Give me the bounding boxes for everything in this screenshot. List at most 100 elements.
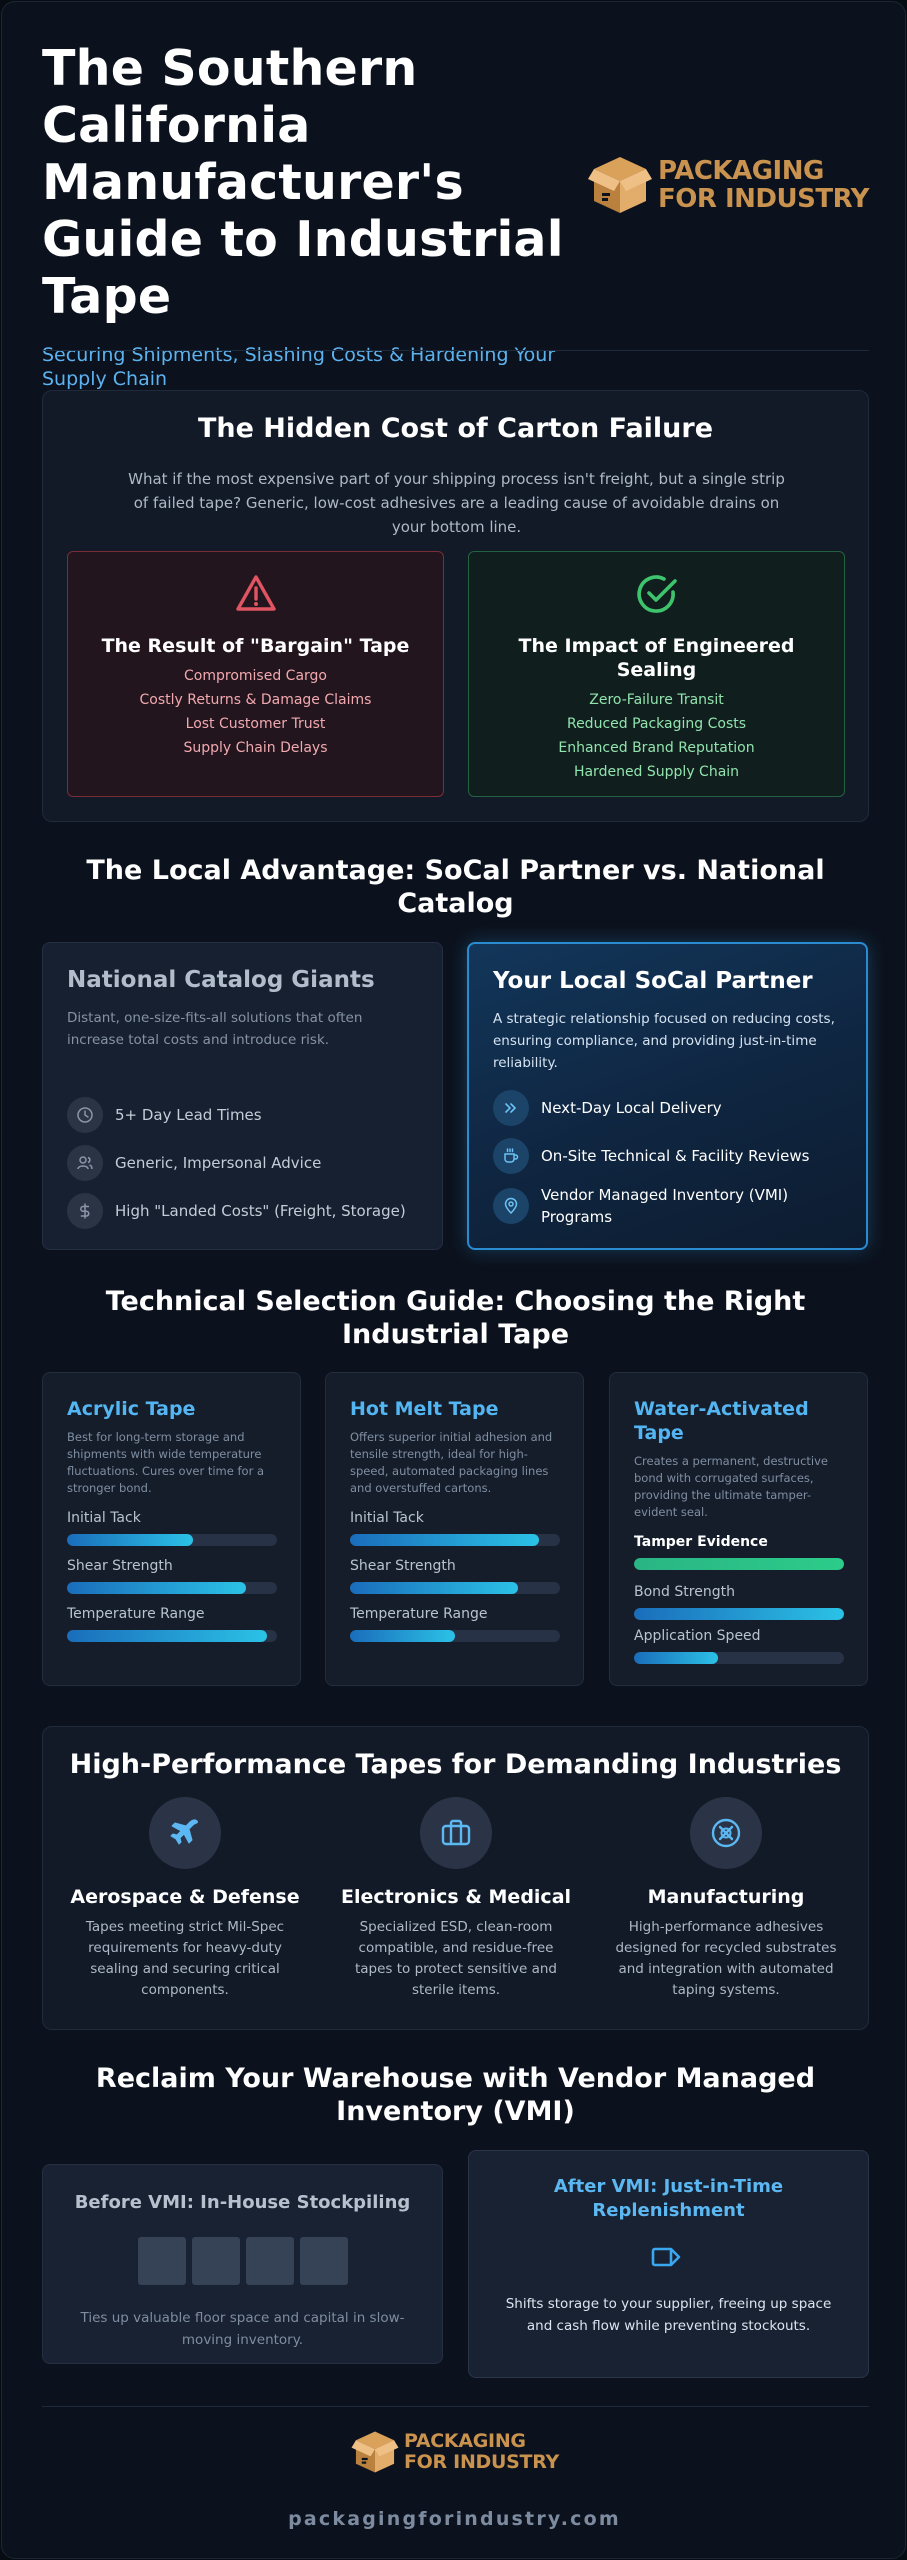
logo-line-2: FOR INDUSTRY [404, 2451, 559, 2473]
footer-logo-text: PACKAGING FOR INDUSTRY [404, 2431, 559, 2473]
national-catalog-card: National Catalog Giants Distant, one-siz… [42, 942, 443, 1250]
briefcase-icon [420, 1797, 492, 1869]
metric-track [634, 1558, 844, 1570]
national-catalog-title: National Catalog Giants [67, 967, 375, 993]
metric-fill [67, 1630, 267, 1642]
list-item: Supply Chain Delays [183, 740, 328, 756]
tape-card-acrylic: Acrylic Tape Best for long-term storage … [42, 1372, 301, 1686]
tape-metric: Shear Strength [350, 1557, 560, 1594]
page-subtitle: Securing Shipments, Slashing Costs & Har… [42, 344, 556, 390]
metric-label: Shear Strength [350, 1558, 456, 1574]
industries-card: High-Performance Tapes for Demanding Ind… [42, 1726, 869, 2030]
metric-track [634, 1652, 844, 1664]
hidden-cost-body: What if the most expensive part of your … [128, 470, 785, 536]
tape-name: Water-Activated Tape [634, 1398, 809, 1444]
tape-metric: Temperature Range [67, 1605, 277, 1642]
coffee-icon [493, 1138, 529, 1174]
list-item: Hardened Supply Chain [573, 764, 740, 780]
local-item-label: On-Site Technical & Facility Reviews [541, 1147, 810, 1165]
tape-card-hot-melt: Hot Melt Tape Offers superior initial ad… [325, 1372, 584, 1686]
tape-metric: Application Speed [634, 1627, 844, 1664]
metric-label: Bond Strength [634, 1584, 735, 1600]
list-item: Costly Returns & Damage Claims [139, 692, 372, 708]
footer-url-link[interactable]: packagingforindustry.com [288, 2508, 621, 2530]
local-item: On-Site Technical & Facility Reviews [493, 1138, 853, 1174]
tape-description: Best for long-term storage and shipments… [67, 1430, 264, 1495]
inventory-box [299, 2237, 348, 2285]
tape-metric: Tamper Evidence [634, 1533, 844, 1570]
tape-name: Hot Melt Tape [350, 1398, 499, 1420]
logo-line-2: FOR INDUSTRY [658, 184, 869, 214]
bargain-tape-title: The Result of "Bargain" Tape [101, 635, 410, 657]
inventory-box [191, 2237, 240, 2285]
logo-line-1: PACKAGING [658, 156, 824, 186]
clock-icon [67, 1097, 103, 1133]
national-item-label: Generic, Impersonal Advice [115, 1154, 322, 1172]
metric-track [350, 1582, 560, 1594]
brand-logo[interactable]: PACKAGING FOR INDUSTRY [588, 155, 869, 215]
footer-divider [42, 2406, 869, 2407]
page-title: The Southern California Manufacturer's G… [42, 40, 564, 325]
metric-fill [67, 1534, 193, 1546]
metric-label: Initial Tack [350, 1510, 424, 1526]
engineered-sealing-box: The Impact of Engineered Sealing Zero-Fa… [468, 551, 845, 797]
hidden-cost-title: The Hidden Cost of Carton Failure [197, 413, 714, 444]
local-item-label: Vendor Managed Inventory (VMI) Programs [541, 1186, 789, 1226]
industry-manufacturing: Manufacturing High-performance adhesives… [596, 1797, 856, 2001]
metric-label: Shear Strength [67, 1558, 173, 1574]
national-catalog-body: Distant, one-size-fits-all solutions tha… [67, 1010, 363, 1048]
vmi-before-title: Before VMI: In-House Stockpiling [74, 2192, 411, 2213]
fast-forward-icon [493, 1090, 529, 1126]
metric-fill [634, 1558, 844, 1570]
inventory-box [245, 2237, 294, 2285]
metric-label: Initial Tack [67, 1510, 141, 1526]
footer-logo[interactable]: PACKAGING FOR INDUSTRY [351, 2430, 559, 2474]
industry-title: Manufacturing [647, 1886, 805, 1908]
tape-metric: Initial Tack [350, 1509, 560, 1546]
dollar-icon [67, 1193, 103, 1229]
metric-track [67, 1534, 277, 1546]
list-item: Lost Customer Trust [185, 716, 326, 732]
industries-title: High-Performance Tapes for Demanding Ind… [69, 1749, 842, 1780]
inventory-boxes [43, 2237, 442, 2285]
industry-title: Electronics & Medical [340, 1886, 572, 1908]
industry-description: Specialized ESD, clean-room compatible, … [354, 1919, 557, 1998]
national-item: High "Landed Costs" (Freight, Storage) [67, 1193, 406, 1229]
vmi-before-description: Ties up valuable floor space and capital… [80, 2310, 405, 2348]
metric-fill [634, 1652, 718, 1664]
metric-fill [350, 1582, 518, 1594]
local-advantage-title: The Local Advantage: SoCal Partner vs. N… [86, 855, 825, 919]
bargain-tape-box: The Result of "Bargain" Tape Compromised… [67, 551, 444, 797]
industry-title: Aerospace & Defense [70, 1886, 300, 1908]
tape-card-water-activated: Water-Activated Tape Creates a permanent… [609, 1372, 868, 1686]
metric-track [67, 1582, 277, 1594]
engineered-sealing-list: Zero-Failure Transit Reduced Packaging C… [469, 688, 844, 784]
metric-track [67, 1630, 277, 1642]
metric-label: Temperature Range [67, 1606, 205, 1622]
inventory-box [137, 2237, 186, 2285]
national-item-label: 5+ Day Lead Times [115, 1106, 262, 1124]
tape-description: Offers superior initial adhesion and ten… [350, 1430, 553, 1495]
local-partner-card: Your Local SoCal Partner A strategic rel… [467, 942, 868, 1250]
industry-electronics: Electronics & Medical Specialized ESD, c… [326, 1797, 586, 2001]
header: The Southern California Manufacturer's G… [42, 40, 869, 390]
list-item: Enhanced Brand Reputation [558, 740, 755, 756]
vmi-title: Reclaim Your Warehouse with Vendor Manag… [95, 2063, 816, 2127]
tape-metric: Shear Strength [67, 1557, 277, 1594]
industry-description: Tapes meeting strict Mil-Spec requiremen… [85, 1919, 285, 1998]
brand-logo-text: PACKAGING FOR INDUSTRY [658, 157, 869, 213]
users-icon [67, 1145, 103, 1181]
metric-track [350, 1534, 560, 1546]
warning-icon [235, 575, 276, 611]
tape-name: Acrylic Tape [67, 1398, 196, 1420]
metric-label: Application Speed [634, 1628, 761, 1644]
metric-track [634, 1608, 844, 1620]
tape-metric: Temperature Range [350, 1605, 560, 1642]
metric-track [350, 1630, 560, 1642]
vmi-after-card: After VMI: Just-in-Time Replenishment Sh… [468, 2150, 869, 2378]
local-item-label: Next-Day Local Delivery [541, 1099, 722, 1117]
logo-line-1: PACKAGING [404, 2430, 526, 2452]
tape-metric: Initial Tack [67, 1509, 277, 1546]
vmi-after-description: Shifts storage to your supplier, freeing… [505, 2296, 832, 2334]
